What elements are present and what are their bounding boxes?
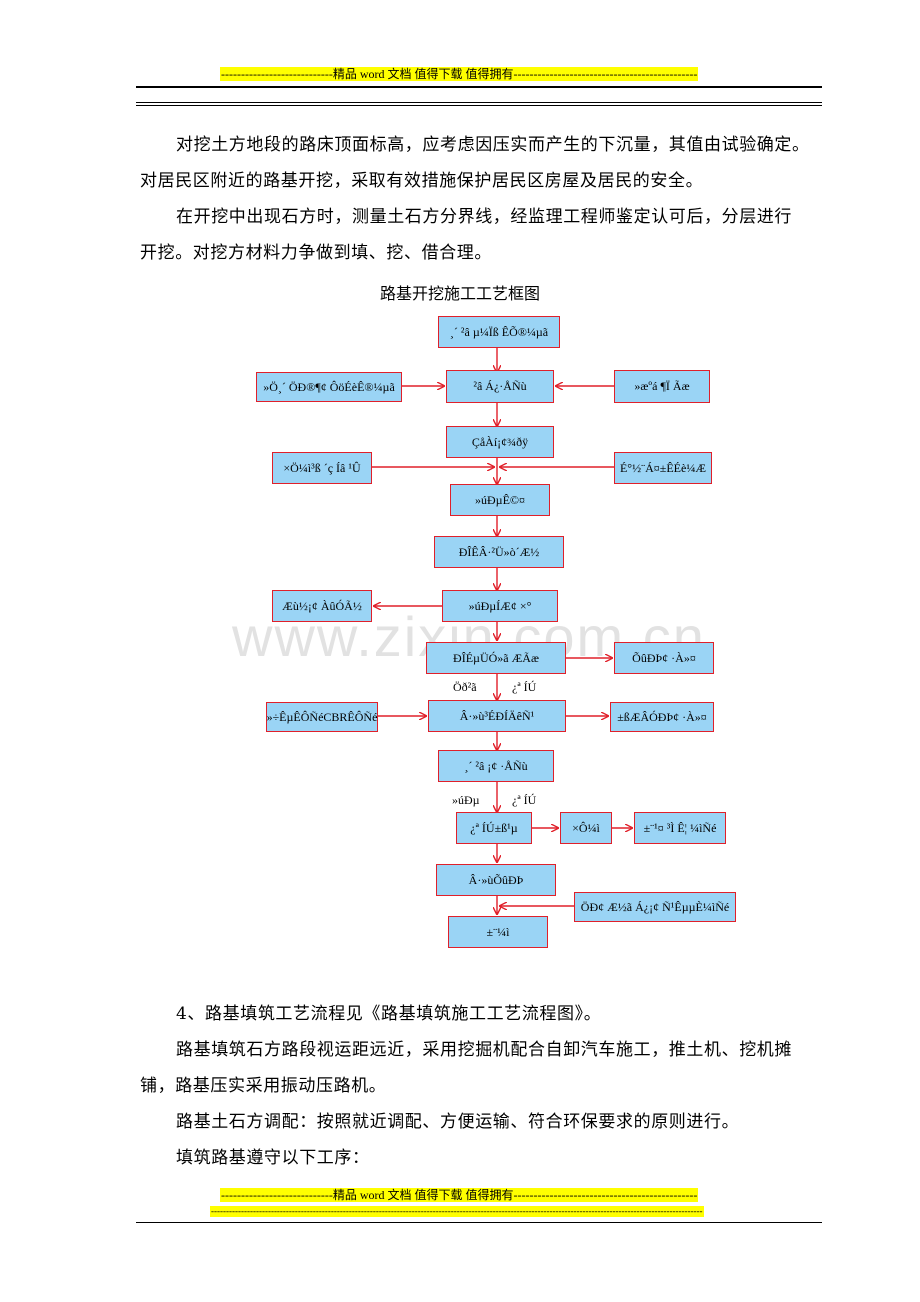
flow-box-10: Æù½¡¢ ÀûÓÃ½ bbox=[272, 590, 372, 622]
flow-box-11: »úÐµÍÆ¢ ×° bbox=[442, 590, 558, 622]
flow-label-4: ¿ª ÍÚ bbox=[512, 793, 537, 807]
flow-box-2: ²â Á¿·ÅÑù bbox=[446, 370, 554, 403]
flow-box-16: ±ßÆÂÓÐÞ¢ ·À»¤ bbox=[610, 702, 714, 732]
section4-p2: 路基土石方调配：按照就近调配、方便运输、符合环保要求的原则进行。 bbox=[176, 1112, 740, 1132]
section4-p3: 填筑路基遵守以下工序： bbox=[176, 1148, 370, 1168]
flow-box-20: ±¨¹¤ ³Ì Ê¦ ¼ìÑé bbox=[634, 812, 726, 844]
flow-box-22: ÖÐ¢ Æ½ã Á¿¡¢ Ñ¹ÊµµÈ¼ìÑé bbox=[574, 892, 736, 922]
section4-p1-line-1: 路基填筑石方路段视运距远近，采用挖掘机配合自卸汽车施工，推土机、挖机摊 bbox=[176, 1040, 792, 1060]
flow-box-4: »æºá ¶Ï Ãæ bbox=[614, 370, 710, 403]
flow-label-1: Öð²ã bbox=[453, 680, 477, 694]
paragraph-2-line-1: 在开挖中出现石方时，测量土石方分界线，经监理工程师鉴定认可后，分层进行 bbox=[176, 207, 792, 227]
flow-label-2: ¿ª ÍÚ bbox=[512, 680, 537, 694]
flow-box-7: É°½¨Á¤±ÊÉè¼Æ bbox=[614, 452, 712, 484]
flow-box-18: ¿ª ÍÚ±ß¹µ bbox=[456, 812, 532, 844]
header-rule-thick bbox=[136, 86, 822, 88]
flow-box-9: ÐÎÊÂ·²Ü»ò´Æ½ bbox=[434, 536, 564, 568]
flow-box-23: ±¨¼ì bbox=[448, 916, 548, 948]
flow-box-12: ÐÎÉµÜÓ»ã ÆÃæ bbox=[426, 642, 566, 674]
flow-box-8: »úÐµÊ©¤ bbox=[450, 484, 550, 516]
flow-box-21: Â·»ùÕûÐÞ bbox=[436, 864, 556, 896]
section4-heading: 4、路基填筑工艺流程见《路基填筑施工工艺流程图》。 bbox=[176, 1004, 602, 1024]
flow-box-1: ¸´ ²â µ¼Ïß ÊÕ®¼µã bbox=[438, 316, 560, 348]
flow-box-3: »Ö¸´ ÖÐ®¶¢ ÔöÉèÊ®¼µã bbox=[256, 372, 402, 402]
header-banner: ----------------------------精品 word 文档 值… bbox=[220, 67, 699, 81]
footer-rule bbox=[136, 1222, 822, 1223]
flow-label-3: »úÐµ bbox=[452, 793, 480, 807]
flow-box-13: ÕûÐÞ¢ ·À»¤ bbox=[614, 642, 714, 674]
section4-p1-line-2: 铺，路基压实采用振动压路机。 bbox=[140, 1076, 387, 1096]
flowchart-title: 路基开挖施工工艺框图 bbox=[379, 284, 540, 303]
flow-box-15: »÷ÊµÊÔÑéCBRÊÔÑé bbox=[266, 702, 378, 732]
paragraph-1-line-1: 对挖土方地段的路床顶面标高，应考虑因压实而产生的下沉量，其值由试验确定。 bbox=[176, 135, 810, 155]
paragraph-1-line-2: 对居民区附近的路基开挖，采取有效措施保护居民区房屋及居民的安全。 bbox=[140, 171, 704, 191]
header-rule-thin-2 bbox=[136, 105, 822, 106]
header-rule-thin bbox=[136, 102, 822, 103]
flow-box-6: ×Ö¼ì³ß ´ç Íâ ¹Û bbox=[272, 452, 372, 484]
flow-box-19: ×Ô¼ì bbox=[560, 812, 612, 844]
paragraph-2-line-2: 开挖。对挖方材料力争做到填、挖、借合理。 bbox=[140, 243, 492, 263]
footer-dashes: ----------------------------------------… bbox=[210, 1206, 704, 1217]
flow-box-14: Â·»ù³ÉÐÍÄêÑ¹ bbox=[428, 700, 566, 732]
flow-box-5: ÇåÀí¡¢¾ðÿ bbox=[446, 426, 554, 458]
flow-box-17: ¸´ ²â ¡¢ ·ÅÑù bbox=[438, 750, 554, 782]
footer-banner: ----------------------------精品 word 文档 值… bbox=[220, 1188, 699, 1202]
